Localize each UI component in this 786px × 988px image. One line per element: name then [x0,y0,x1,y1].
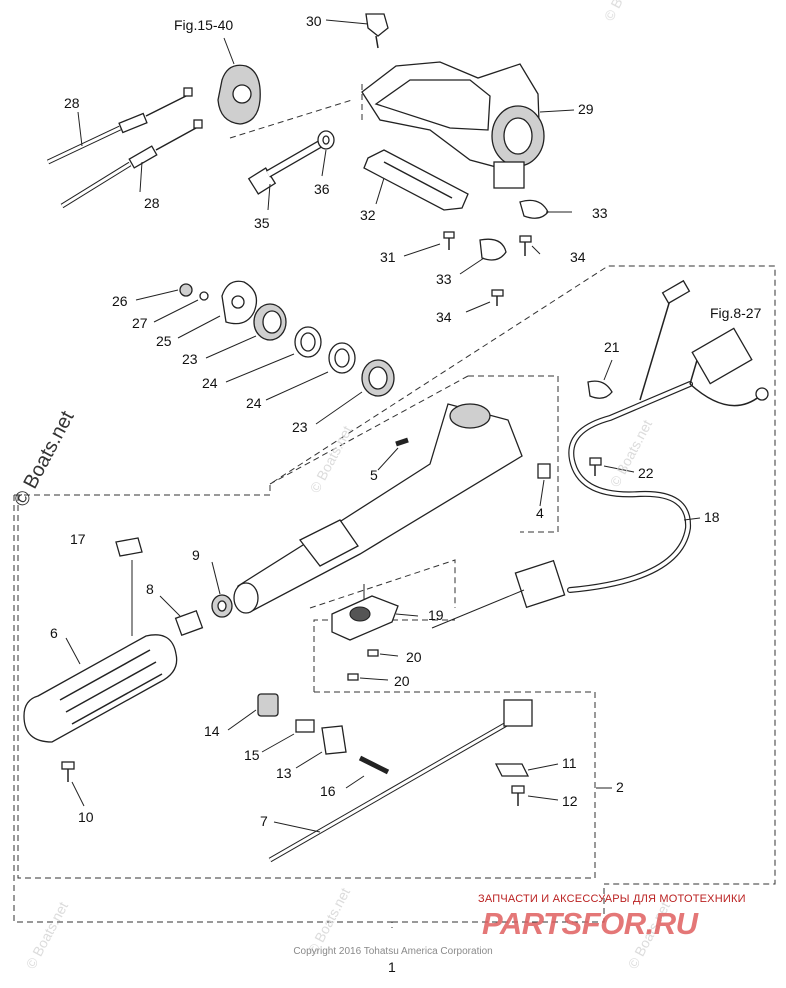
friction-plate [363,149,469,211]
lever-13 [321,725,347,755]
callout-35: 35 [254,215,270,231]
callout-25: 25 [156,333,172,349]
callout-31: 31 [380,249,396,265]
callout-17: 17 [70,531,86,547]
callout-32: 32 [360,207,376,223]
washer-24b [328,342,356,374]
callout-1: 1 [388,959,396,975]
callout-15: 15 [244,747,260,763]
screw-20b [347,673,359,681]
throttle-grip-6 [23,634,178,743]
bushing-23a [253,303,287,341]
cable-clamp-33b [479,238,507,261]
callout-20a: 20 [406,649,422,665]
pivot-bolt [247,140,322,195]
nut-26 [179,283,193,297]
callout-20b: 20 [394,673,410,689]
callout-2: 2 [616,779,624,795]
callout-labels: Fig.15-40 Fig.8-27 30 29 28 28 35 36 32 … [50,13,762,975]
ad-logo-text: PARTSFOR.RU [482,906,698,941]
callout-7: 7 [260,813,268,829]
callout-28b: 28 [144,195,160,211]
callout-16: 16 [320,783,336,799]
repeat-watermarks: © Boats.net © Boats.net © Boats.net © Bo… [23,0,674,971]
tiller-handle [233,403,523,614]
callout-22: 22 [638,465,654,481]
callout-30: 30 [306,13,322,29]
callout-27: 27 [132,315,148,331]
callout-12: 12 [562,793,578,809]
steering-bracket [361,61,545,189]
callout-36: 36 [314,181,330,197]
plate-11 [494,763,530,777]
control-cable-lower [60,119,203,209]
ref-fig-8-27: Fig.8-27 [710,305,762,321]
callout-4: 4 [536,505,544,521]
stop-switch-19 [331,595,399,641]
screw-12 [511,785,525,806]
spring-15 [295,719,315,733]
wire-harness-18 [514,279,769,609]
label-17 [115,537,143,557]
bolt-16 [358,755,390,775]
callout-33b: 33 [436,271,452,287]
copyright-text: Copyright 2016 Tohatsu America Corporati… [293,946,493,957]
callout-28a: 28 [64,95,80,111]
washer-24a [294,326,322,358]
screw-22 [589,457,602,476]
bushing-8 [174,609,204,637]
callout-8: 8 [146,581,154,597]
throttle-shaft-7 [268,699,533,863]
screw-34a [519,235,532,256]
screw-4 [537,463,551,479]
leader-lines [65,19,701,833]
callout-18: 18 [704,509,720,525]
throttle-friction-piece [217,64,261,125]
callout-29: 29 [578,101,594,117]
control-cable-upper [46,87,193,165]
callout-14: 14 [204,723,220,739]
bushing-23b [361,359,395,397]
callout-11: 11 [562,755,577,771]
callout-19: 19 [428,607,444,623]
callout-10: 10 [78,809,94,825]
group-boundary-lines [13,84,776,928]
screw-20a [367,649,379,657]
screw-34b [491,289,504,306]
pivot-washer [317,130,335,150]
handle-bracket-bolt [365,13,389,49]
callout-23b: 23 [292,419,308,435]
ref-fig-15-40: Fig.15-40 [174,17,233,33]
svg-text:© Boats.net: © Boats.net [601,0,650,23]
callout-24a: 24 [202,375,218,391]
ad-line-1: ЗАПЧАСТИ И АКСЕССУАРЫ ДЛЯ МОТОТЕХНИКИ [478,893,746,905]
callout-34a: 34 [570,249,586,265]
callout-21: 21 [604,339,620,355]
screw-10 [61,761,75,782]
callout-9: 9 [192,547,200,563]
svg-text:© Boats.net: © Boats.net [307,423,356,495]
svg-text:© Boats.net: © Boats.net [23,899,72,971]
callout-24b: 24 [246,395,262,411]
retainer-plate-25 [221,280,258,325]
callout-13: 13 [276,765,292,781]
guide-14 [257,693,279,717]
o-ring-9 [211,594,233,618]
clip-21 [587,380,613,399]
callout-23a: 23 [182,351,198,367]
pin-5 [395,437,409,447]
cable-clamp-33a [519,199,549,219]
callout-33a: 33 [592,205,608,221]
callout-26: 26 [112,293,128,309]
washer-27 [199,291,209,301]
callout-5: 5 [370,467,378,483]
small-screw-31 [443,231,455,250]
callout-6: 6 [50,625,58,641]
callout-34b: 34 [436,309,452,325]
